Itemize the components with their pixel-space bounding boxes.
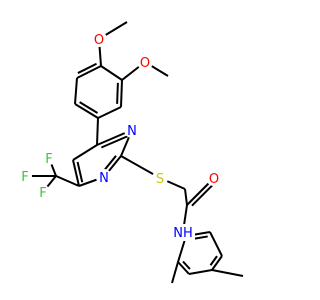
atom-f-left-text: F bbox=[21, 170, 28, 185]
atom-o-methoxy-top: O bbox=[91, 31, 107, 48]
atom-o-methoxy-right-text: O bbox=[140, 56, 150, 71]
bond-c4-n3-double bbox=[100, 133, 132, 149]
bond-b2-b3 bbox=[209, 231, 223, 257]
atom-o-carbonyl: O bbox=[206, 170, 222, 187]
atom-f-bottom-text: F bbox=[39, 186, 46, 201]
bond-a4-a5 bbox=[74, 103, 99, 119]
bond-a3-a4 bbox=[97, 106, 122, 119]
molecule-canvas: O O N N S O NH bbox=[18, 21, 244, 284]
atom-n-ring-right: N bbox=[124, 122, 140, 139]
atom-o-methoxy-right: O bbox=[137, 54, 153, 71]
atom-labels: O O N N S O NH bbox=[18, 31, 222, 241]
bond-a1-a2 bbox=[100, 65, 123, 81]
bond-b5-b6-double bbox=[182, 260, 191, 270]
atom-f-top-text: F bbox=[45, 152, 52, 167]
bond-b3-b4 bbox=[211, 255, 223, 271]
bond-a2-a3-double bbox=[116, 82, 119, 104]
bonds bbox=[25, 21, 244, 284]
atom-o-carbonyl-text: O bbox=[209, 172, 219, 187]
bond-a1-a6 bbox=[76, 65, 102, 79]
bond-a4-c4 bbox=[96, 117, 99, 146]
atom-n-ring-left-text: N bbox=[99, 171, 109, 186]
structure-diagram: O O N N S O NH bbox=[18, 21, 244, 284]
bond-c5-c4 bbox=[72, 144, 98, 161]
atom-f-bottom: F bbox=[36, 185, 50, 201]
bond-b4-me4 bbox=[211, 269, 244, 277]
atom-nh-amide-text: NH bbox=[173, 226, 193, 241]
bond-c6-c5-double bbox=[76, 161, 84, 183]
atom-nh-amide: NH bbox=[171, 224, 195, 241]
atom-f-top: F bbox=[42, 151, 56, 167]
bond-b6-me3 bbox=[171, 261, 179, 284]
atom-f-left: F bbox=[18, 169, 32, 185]
bond-b4-b5 bbox=[188, 269, 213, 275]
bond-cco-oc-double bbox=[191, 182, 216, 207]
atom-n-ring-left: N bbox=[96, 169, 112, 186]
bond-b3-b4-double bbox=[209, 255, 218, 266]
bond-c6-c5 bbox=[72, 159, 80, 187]
bond-a5-a6 bbox=[74, 77, 78, 105]
atom-o-methoxy-top-text: O bbox=[94, 33, 104, 48]
bond-c6-cf bbox=[55, 175, 80, 187]
atom-s-thioether-text: S bbox=[156, 172, 164, 187]
bond-ch2-cco bbox=[184, 188, 188, 206]
bond-a2-a3 bbox=[120, 79, 123, 108]
atom-s-thioether: S bbox=[152, 170, 168, 187]
bond-a4-a5-double bbox=[79, 101, 99, 114]
bond-b5-b6 bbox=[177, 261, 190, 275]
atom-n-ring-right-text: N bbox=[127, 124, 137, 139]
bond-a1-a6-double bbox=[77, 62, 97, 74]
